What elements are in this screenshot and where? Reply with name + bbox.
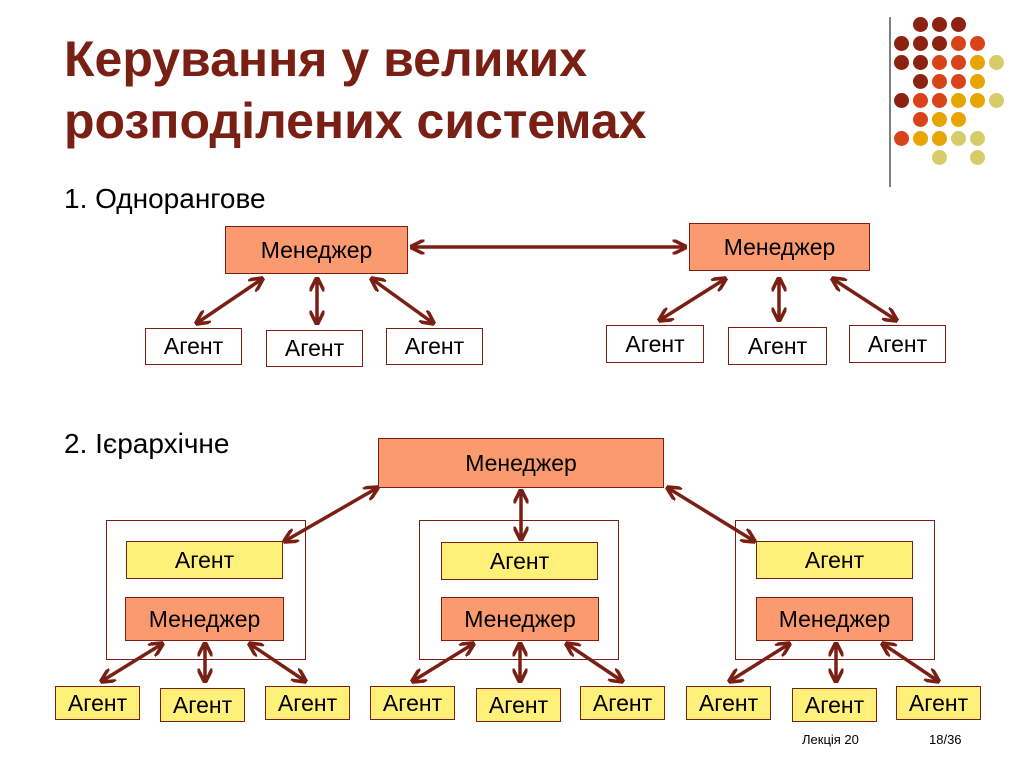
decor-dot bbox=[970, 150, 985, 165]
agent-box: Агент bbox=[160, 688, 245, 722]
decor-dot bbox=[932, 93, 947, 108]
decor-dot bbox=[951, 17, 966, 32]
decor-dot bbox=[989, 55, 1004, 70]
agent-box: Агент bbox=[756, 541, 913, 579]
arrow bbox=[250, 644, 305, 681]
decor-dot bbox=[989, 93, 1004, 108]
decor-divider bbox=[889, 17, 891, 187]
agent-box: Агент bbox=[849, 325, 946, 363]
agent-box: Агент bbox=[606, 325, 704, 363]
title-line-2: розподілених системах bbox=[64, 93, 647, 149]
top-manager-box: Менеджер bbox=[378, 438, 664, 488]
decor-dot bbox=[913, 112, 928, 127]
decor-dot bbox=[932, 112, 947, 127]
manager-box: Менеджер bbox=[756, 597, 913, 641]
agent-box: Агент bbox=[266, 330, 363, 367]
section-hierarchical: 2. Ієрархічне bbox=[64, 428, 230, 459]
arrow bbox=[285, 488, 377, 541]
agent-box: Агент bbox=[792, 688, 877, 722]
manager-box: Менеджер bbox=[689, 223, 870, 271]
agent-box: Агент bbox=[686, 686, 771, 720]
manager-box: Менеджер bbox=[225, 226, 408, 274]
decor-dot bbox=[913, 17, 928, 32]
section-peer-to-peer: 1. Однорангове bbox=[64, 183, 266, 214]
decor-dot bbox=[913, 74, 928, 89]
decor-dot bbox=[932, 36, 947, 51]
arrow bbox=[567, 644, 622, 681]
decor-dot bbox=[894, 55, 909, 70]
decor-dot bbox=[970, 131, 985, 146]
agent-box: Агент bbox=[386, 328, 483, 365]
arrow bbox=[372, 279, 433, 323]
agent-box: Агент bbox=[126, 541, 283, 579]
arrow bbox=[730, 644, 789, 681]
arrow bbox=[660, 279, 725, 320]
decor-dot bbox=[951, 112, 966, 127]
decor-dot bbox=[894, 93, 909, 108]
arrow bbox=[833, 279, 896, 320]
decor-dot bbox=[894, 36, 909, 51]
decor-dot bbox=[970, 36, 985, 51]
decor-dot bbox=[951, 93, 966, 108]
arrow bbox=[102, 644, 162, 681]
agent-box: Агент bbox=[145, 328, 242, 365]
decor-dot bbox=[894, 131, 909, 146]
decor-dot bbox=[932, 74, 947, 89]
decor-dot bbox=[913, 131, 928, 146]
decor-dot bbox=[932, 131, 947, 146]
manager-box: Менеджер bbox=[441, 597, 599, 641]
agent-box: Агент bbox=[728, 327, 827, 365]
agent-box: Агент bbox=[265, 686, 350, 720]
decor-dot bbox=[970, 74, 985, 89]
footer-lecture: Лекція 20 bbox=[802, 732, 859, 747]
decor-dot bbox=[913, 36, 928, 51]
decor-dot bbox=[951, 131, 966, 146]
decor-dot bbox=[951, 74, 966, 89]
agent-box: Агент bbox=[476, 688, 561, 722]
agent-box: Агент bbox=[896, 686, 981, 720]
arrow bbox=[197, 279, 262, 323]
title-line-1: Керування у великих bbox=[64, 31, 588, 87]
agent-box: Агент bbox=[55, 686, 140, 720]
slide-title: Керування у великих розподілених система… bbox=[64, 28, 646, 152]
decor-dot bbox=[951, 55, 966, 70]
arrow bbox=[413, 644, 473, 681]
decor-dot bbox=[932, 150, 947, 165]
arrow bbox=[883, 644, 938, 681]
manager-box: Менеджер bbox=[125, 597, 284, 641]
agent-box: Агент bbox=[441, 542, 598, 580]
decor-dot bbox=[932, 55, 947, 70]
arrow bbox=[668, 488, 754, 541]
decor-dot bbox=[913, 93, 928, 108]
decor-dot bbox=[970, 93, 985, 108]
agent-box: Агент bbox=[580, 686, 665, 720]
decor-dot bbox=[932, 17, 947, 32]
footer-page-number: 18/36 bbox=[929, 732, 962, 747]
decor-dot bbox=[913, 55, 928, 70]
decor-dot bbox=[970, 55, 985, 70]
agent-box: Агент bbox=[370, 686, 455, 720]
decor-dot bbox=[951, 36, 966, 51]
